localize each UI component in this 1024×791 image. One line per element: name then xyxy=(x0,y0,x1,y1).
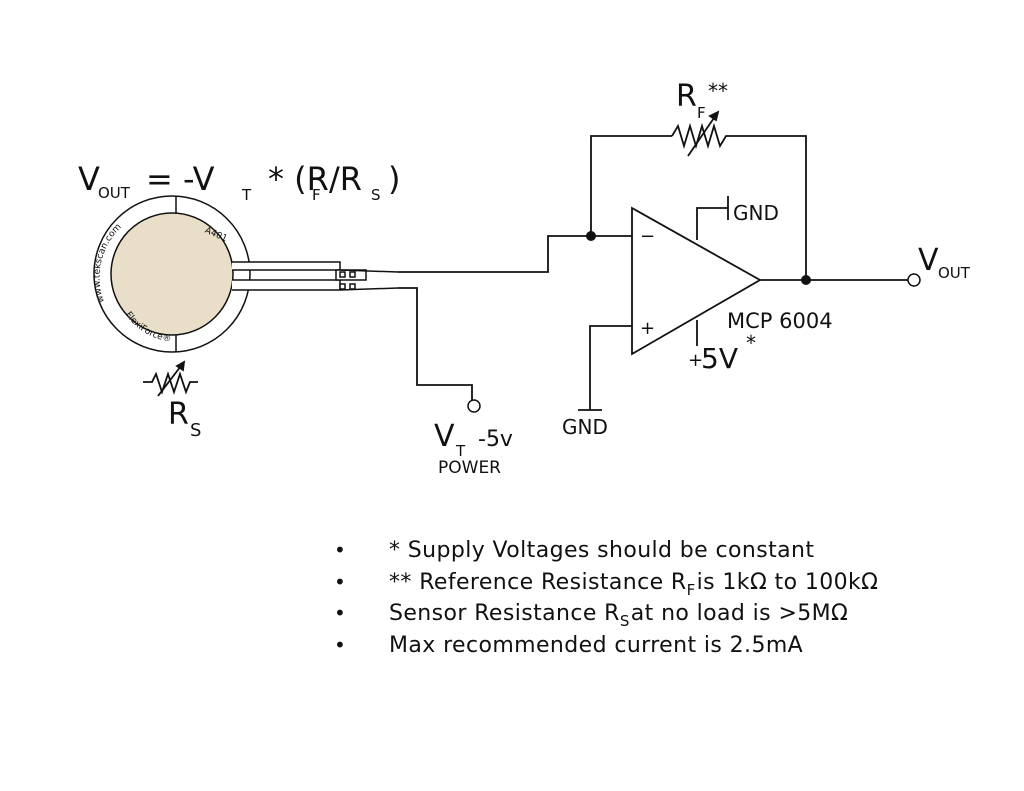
input-gnd-label: GND xyxy=(562,415,608,439)
vt-label-value: -5v xyxy=(478,427,513,452)
formula-minus-vt: = -V xyxy=(146,160,215,198)
sensor-resistance-label: R S xyxy=(168,397,201,441)
vt-label-sub: T xyxy=(455,442,466,460)
formula-vout-sub: OUT xyxy=(98,184,131,202)
bullet-icon: • xyxy=(334,632,347,657)
note-text: Max recommended current is 2.5mA xyxy=(389,632,804,658)
formula-slash-rs: /R xyxy=(329,160,362,198)
note-text: Sensor Resistance R xyxy=(389,601,620,626)
bullet-icon: • xyxy=(334,538,347,562)
note-subscript: F xyxy=(686,580,696,599)
rf-label-main: R xyxy=(676,79,697,114)
power-label: POWER xyxy=(438,458,501,478)
supply-asterisk: * xyxy=(746,331,756,355)
note-subscript: S xyxy=(619,612,630,630)
sensor-active-area xyxy=(110,212,234,336)
rs-label-sub: S xyxy=(190,420,201,441)
junction-dot-icon xyxy=(586,231,596,241)
rs-label-main: R xyxy=(168,397,189,432)
junction-dot-icon xyxy=(801,275,811,285)
bullet-icon: • xyxy=(334,601,347,625)
op-amp-part-number: MCP 6004 xyxy=(727,309,833,333)
opamp-supply-label: + 5V * xyxy=(688,331,756,375)
notes-list: • * Supply Voltages should be constant •… xyxy=(334,535,878,661)
vt-label-main: V xyxy=(434,419,455,454)
note-item: • ** Reference Resistance RFis 1kΩ to 10… xyxy=(334,567,878,599)
wire-sensor-to-supply xyxy=(398,287,473,400)
formula-times-rf: * (R xyxy=(268,160,329,198)
vout-label-sub: OUT xyxy=(938,264,971,282)
supply-plus-sign: + xyxy=(688,350,703,371)
op-amp: − + MCP 6004 xyxy=(631,206,833,356)
note-text-tail: at no load is >5MΩ xyxy=(630,601,849,626)
note-item: • * Supply Voltages should be constant xyxy=(334,535,878,567)
circuit-wires xyxy=(398,135,908,411)
formula-vt-sub: T xyxy=(241,186,252,204)
feedback-resistance-label: R F ** xyxy=(676,79,728,122)
op-amp-triangle-icon xyxy=(631,206,762,356)
feedback-resistor-icon xyxy=(671,110,730,157)
force-sensor xyxy=(93,195,399,353)
output-label: V OUT xyxy=(918,243,971,282)
sensor-lead-upper xyxy=(339,269,399,273)
wire-feedback-left xyxy=(590,135,672,236)
wire-opamp-gnd xyxy=(696,207,728,240)
wire-noninverting-to-gnd xyxy=(589,325,632,410)
sensor-lead-lower xyxy=(339,287,399,291)
output-terminal-circle-icon xyxy=(907,273,921,287)
sensor-pad xyxy=(339,271,346,278)
note-text: * Supply Voltages should be constant xyxy=(389,538,815,563)
opamp-gnd-label: GND xyxy=(733,201,779,225)
rf-label-sup: ** xyxy=(708,79,728,103)
inverting-input-sign: − xyxy=(640,226,655,247)
sensor-pad xyxy=(349,283,356,290)
noninverting-input-sign: + xyxy=(640,318,655,339)
formula-rf-sub: F xyxy=(312,186,321,204)
formula-vout-main: V xyxy=(78,160,100,198)
sensor-tail-lower xyxy=(232,279,341,291)
note-item: • Sensor Resistance RSat no load is >5MΩ xyxy=(334,598,878,630)
wire-sensor-to-inverting xyxy=(398,235,632,273)
vout-label-main: V xyxy=(918,243,939,278)
wire-feedback-right xyxy=(730,135,807,280)
rf-label-sub: F xyxy=(697,104,706,122)
output-formula: V OUT = -V T * (R F /R S ) xyxy=(78,160,400,204)
sensor-resistor-icon xyxy=(143,360,198,397)
note-item: • Max recommended current is 2.5mA xyxy=(334,630,878,662)
sensor-pad xyxy=(339,283,346,290)
supply-label: V T -5v POWER xyxy=(434,419,513,478)
note-text-tail: is 1kΩ to 100kΩ xyxy=(696,569,879,595)
note-text: ** Reference Resistance R xyxy=(389,569,687,595)
formula-close-paren: ) xyxy=(388,160,400,198)
sensor-tail-upper xyxy=(232,261,341,271)
bullet-icon: • xyxy=(334,569,347,594)
formula-rs-sub: S xyxy=(371,186,381,204)
supply-voltage: 5V xyxy=(701,342,738,375)
supply-terminal-circle-icon xyxy=(467,399,481,413)
sensor-pad xyxy=(349,271,356,278)
